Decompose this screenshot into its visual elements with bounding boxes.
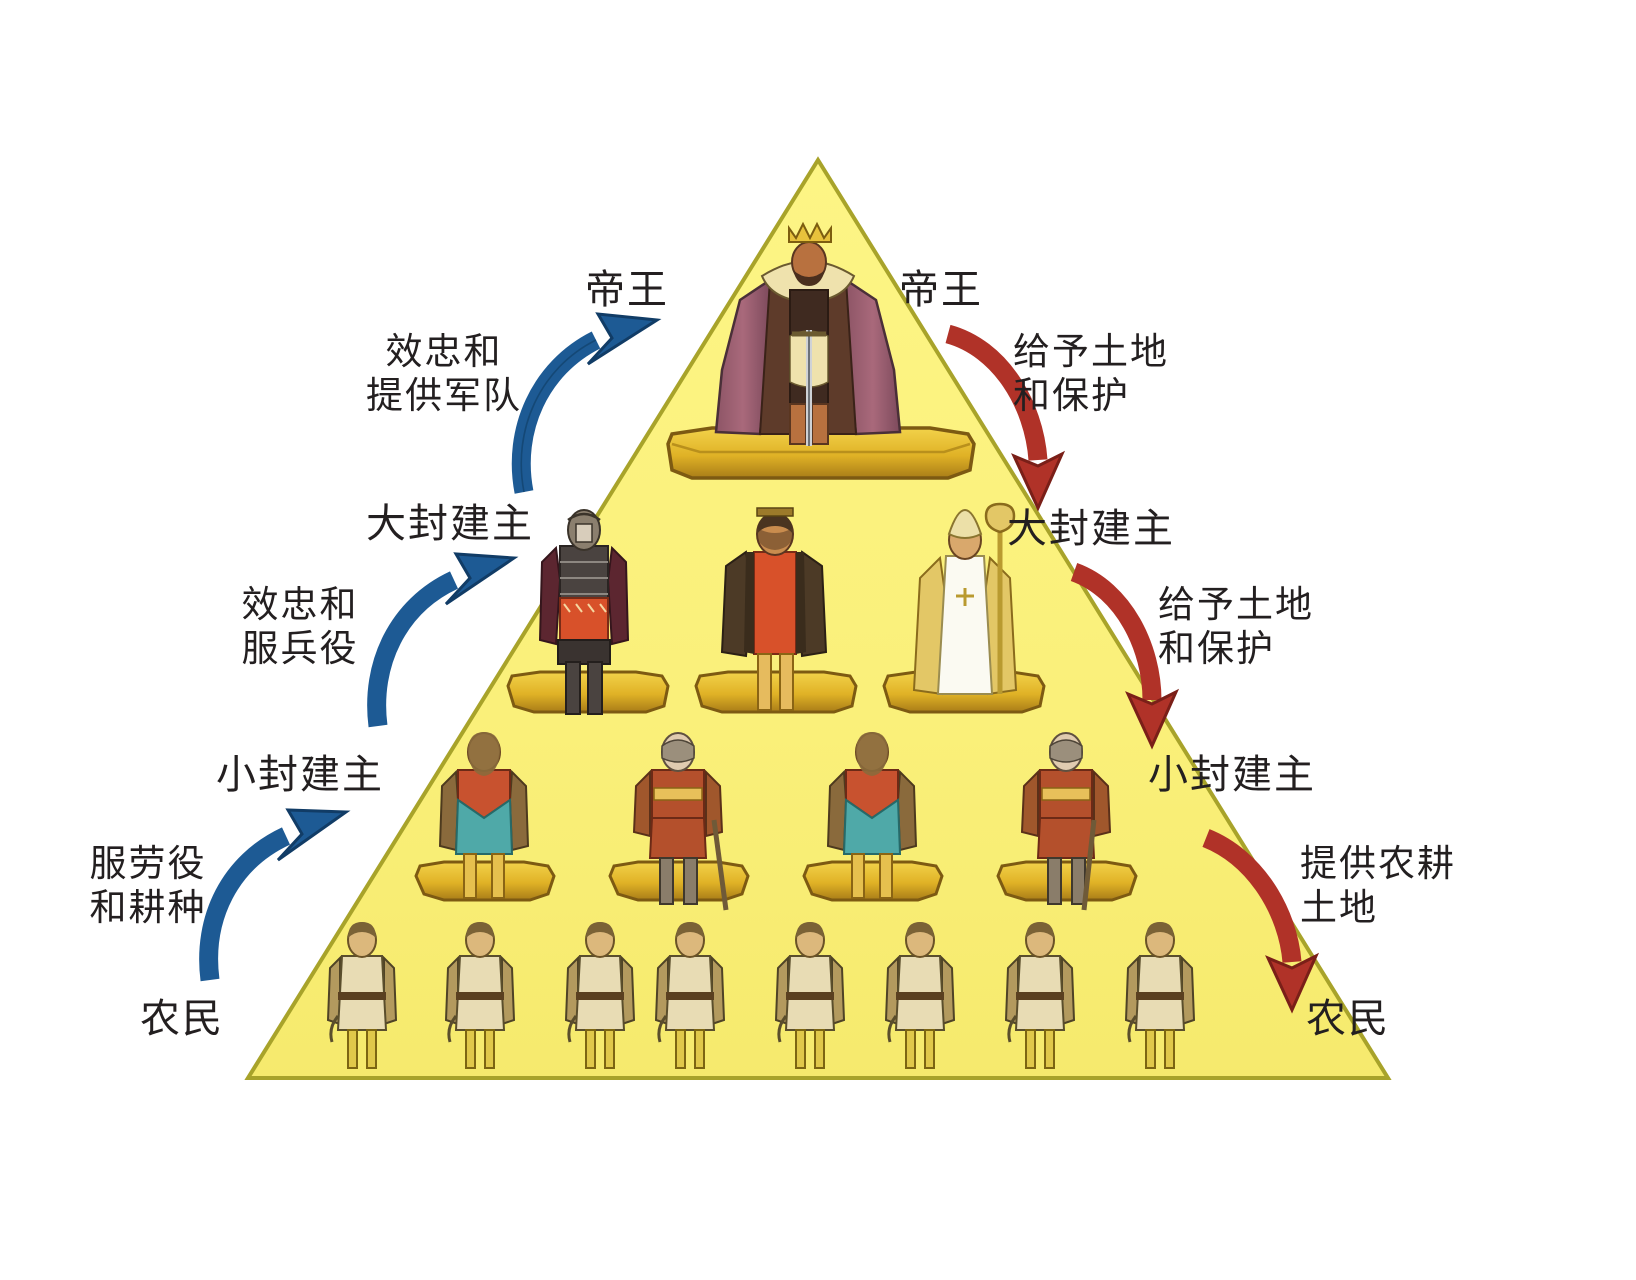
- figure-lesser-lord-3: [826, 732, 918, 899]
- platform-tier-3-1: [414, 860, 556, 902]
- figure-great-lord-bishop: [912, 502, 1018, 696]
- tier-4-group: [326, 922, 1196, 1069]
- figure-lesser-lord-1: [438, 732, 530, 899]
- tier-label-right-lesser-lord: 小封建主: [1148, 753, 1316, 797]
- figure-peasant-2: [444, 922, 516, 1069]
- figure-peasant-5: [774, 922, 846, 1069]
- flow-label-provide-farmland: 提供农耕 土地: [1300, 843, 1456, 928]
- up-arrow-3: [199, 808, 351, 982]
- flow-label-loyalty-army: 效忠和 提供军队: [366, 331, 522, 416]
- tier-label-left-peasant: 农民: [140, 997, 224, 1041]
- down-arrow-2: [1070, 563, 1180, 750]
- flow-label-labour-farming: 服劳役 和耕种: [89, 843, 207, 928]
- figure-peasant-1: [326, 922, 398, 1069]
- flow-label-grant-land-protection-2: 给予土地 和保护: [1158, 584, 1314, 669]
- figure-lesser-lord-2: [632, 732, 729, 911]
- tier-label-left-emperor: 帝王: [585, 268, 669, 312]
- platform-tier-3-3: [802, 860, 944, 902]
- tier-label-right-great-lord: 大封建主: [1007, 507, 1175, 551]
- figure-peasant-8: [1124, 922, 1196, 1069]
- figure-peasant-7: [1004, 922, 1076, 1069]
- up-arrow-1: [511, 312, 662, 494]
- figure-peasant-4: [654, 922, 726, 1069]
- tier-label-left-great-lord: 大封建主: [366, 502, 534, 546]
- tier-label-left-lesser-lord: 小封建主: [216, 753, 384, 797]
- up-arrow-2: [367, 552, 519, 728]
- tier-2-group: [506, 502, 1046, 715]
- tier-label-right-emperor: 帝王: [899, 268, 983, 312]
- tier-label-right-peasant: 农民: [1306, 997, 1390, 1041]
- platform-tier-3-4: [996, 860, 1138, 902]
- tier-1-group: [666, 221, 976, 480]
- flow-label-loyalty-military-service: 效忠和 服兵役: [241, 584, 359, 669]
- platform-tier-2-2: [694, 670, 858, 714]
- figure-great-lord-knight: [538, 509, 630, 715]
- down-arrow-1: [945, 324, 1066, 512]
- down-arrow-3: [1202, 829, 1320, 1014]
- figure-great-lord-noble: [720, 507, 828, 711]
- figure-peasant-3: [564, 922, 636, 1069]
- tier-3-group: [414, 732, 1138, 911]
- figure-lesser-lord-4: [1020, 732, 1112, 911]
- figure-peasant-6: [884, 922, 956, 1069]
- figure-king: [714, 221, 902, 446]
- platform-tier-3-2: [608, 860, 750, 902]
- flow-label-grant-land-protection-1: 给予土地 和保护: [1013, 331, 1169, 416]
